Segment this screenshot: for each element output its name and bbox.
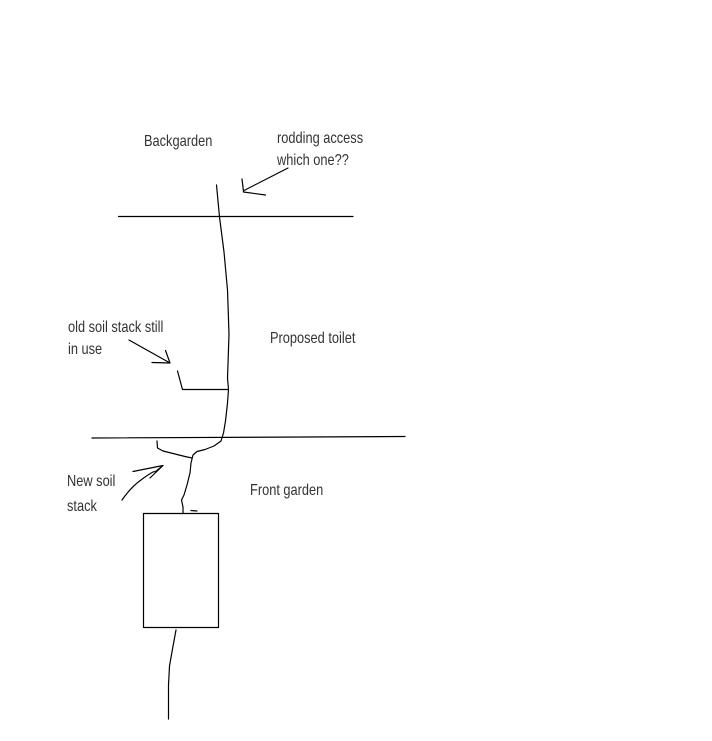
- new-soil-stack-arrow: [121, 464, 164, 501]
- old-soil-stack-arrow: [128, 339, 171, 364]
- front-garden-box: [142, 512, 220, 629]
- old-soil-stack-line: [176, 370, 229, 391]
- main-drain-line: [180, 184, 230, 515]
- new-soil-stack-label: New soil stack: [67, 473, 116, 515]
- new-soil-stack-branch-line: [156, 440, 193, 459]
- front-garden-label: Front garden: [250, 482, 324, 499]
- front-wall-line: [91, 435, 406, 439]
- rodding-access-label: rodding access which one??: [277, 130, 364, 169]
- rodding-access-arrow: [241, 167, 289, 196]
- box-top-tick: [190, 509, 198, 512]
- bottom-pipe-line: [167, 629, 177, 720]
- proposed-toilet-label: Proposed toilet: [270, 330, 356, 347]
- backgarden-label: Backgarden: [144, 133, 213, 150]
- sketch-strokes: [91, 167, 406, 720]
- old-soil-stack-label: old soil stack still in use: [68, 319, 164, 358]
